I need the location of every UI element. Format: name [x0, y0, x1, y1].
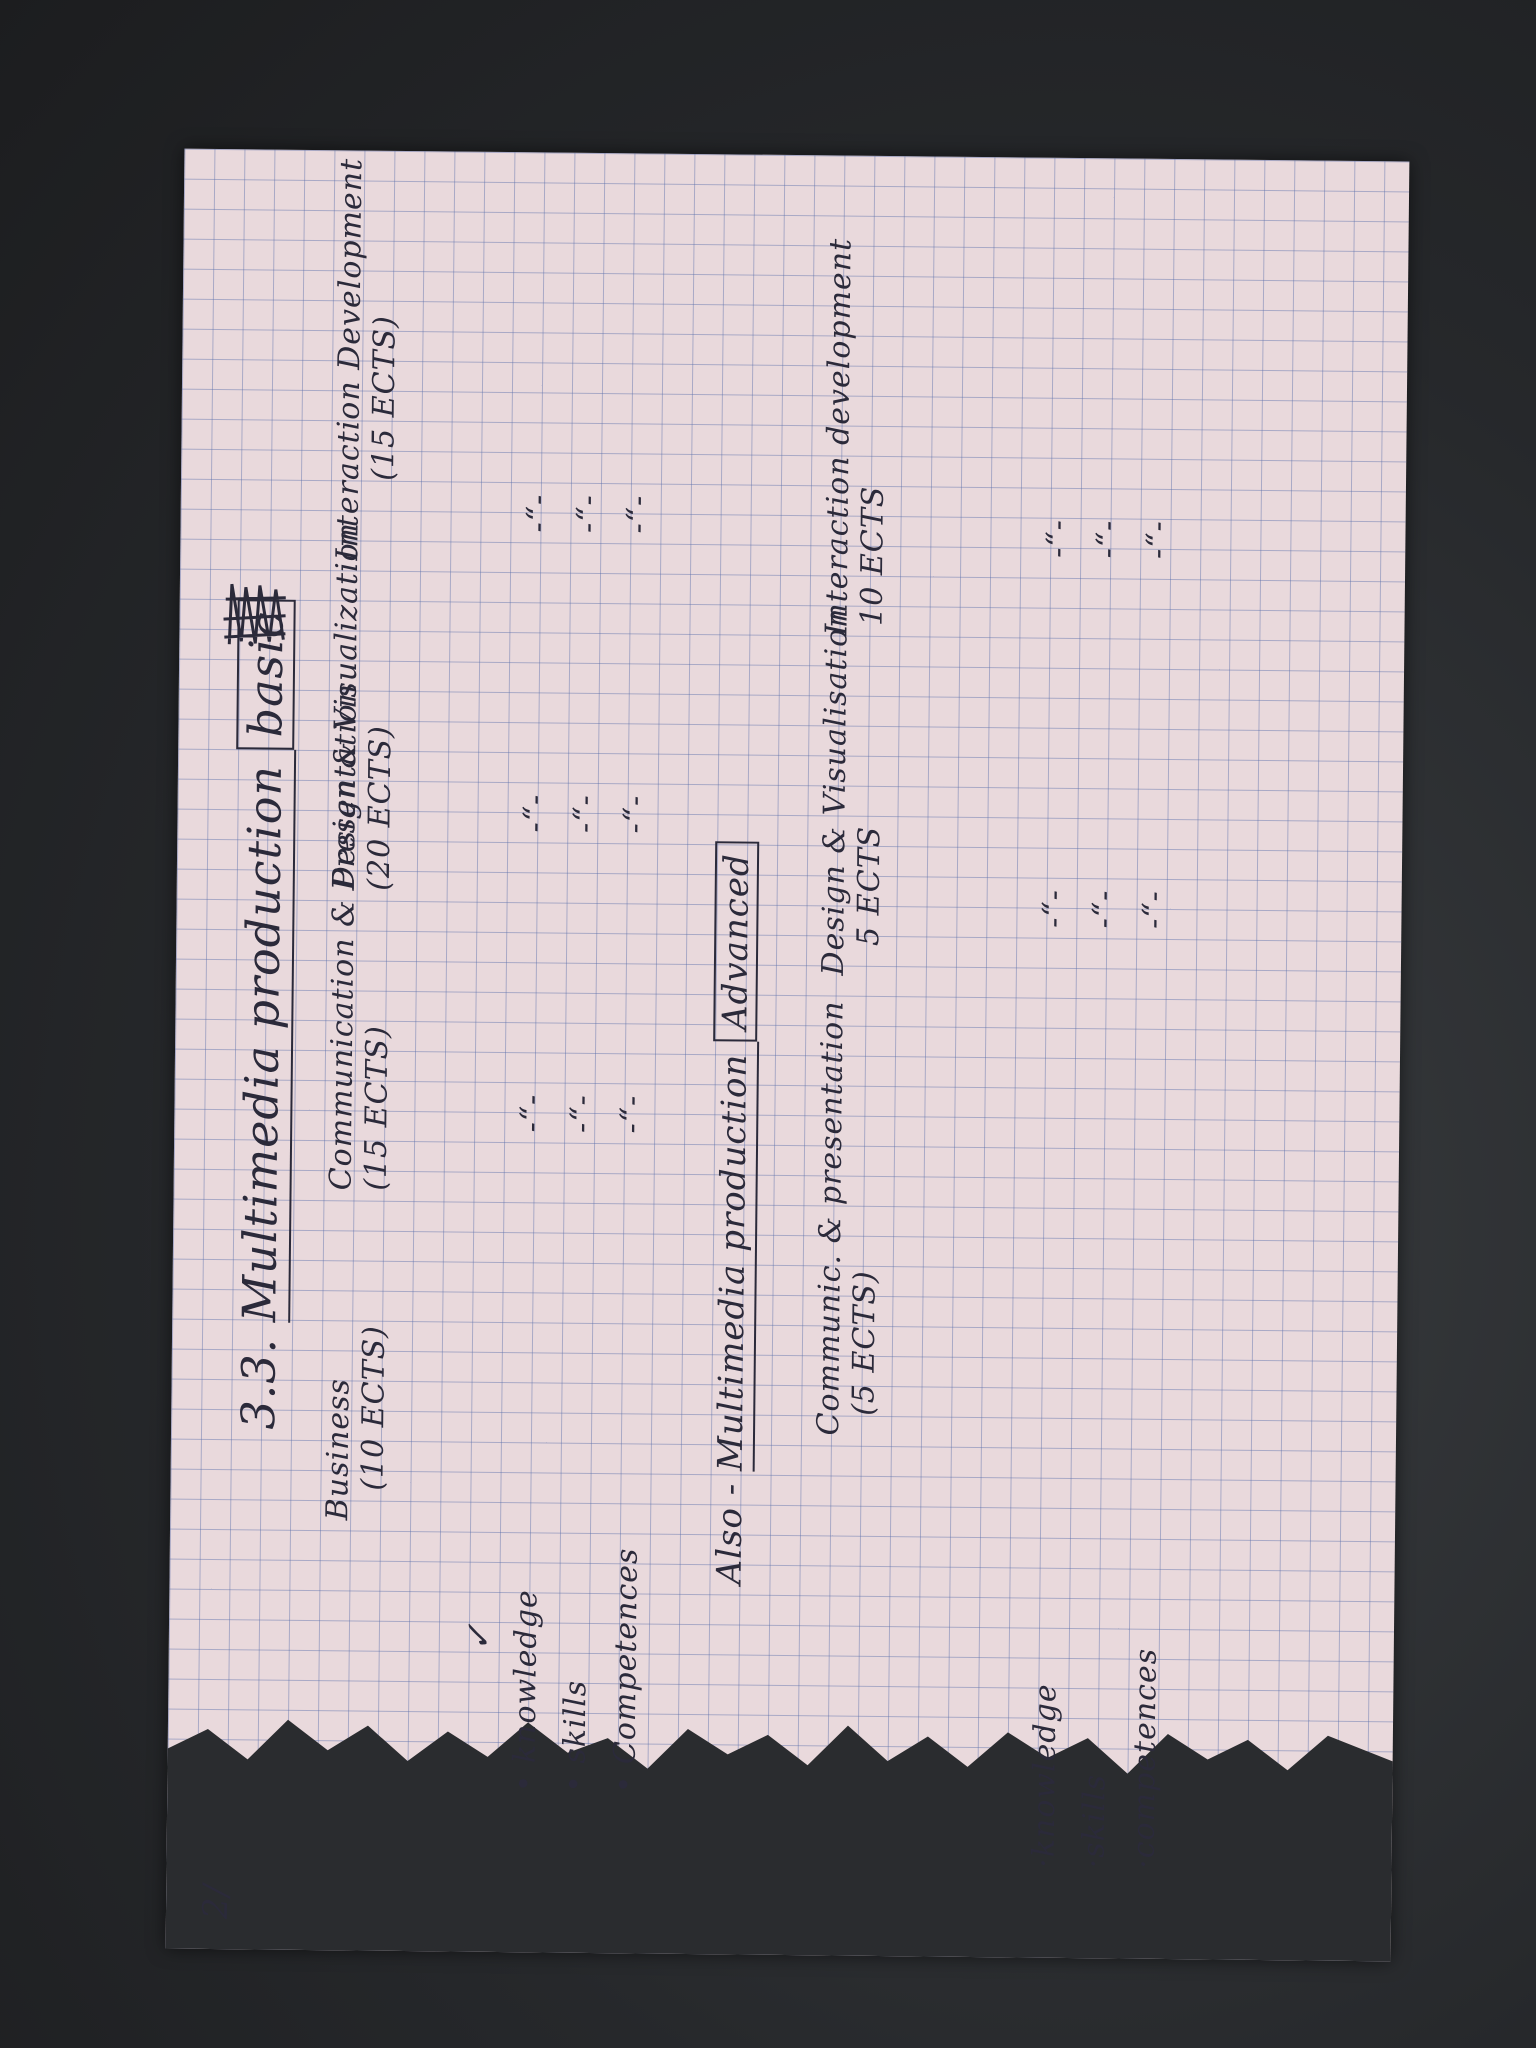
column-business: Business (10 ECTS)	[320, 1324, 393, 1521]
page-number: 2/	[195, 1883, 237, 1920]
page-title: 3.3. Multimedia production basic	[231, 599, 297, 1430]
column-design: Design & Visualization (20 ECTS)	[326, 521, 399, 891]
adv-row-skills: ·skills	[1076, 1773, 1113, 1869]
ditto-mark: -“-	[564, 1094, 600, 1134]
ditto-mark: -“-	[1040, 518, 1076, 558]
title-main: Multimedia production	[232, 749, 297, 1323]
torn-perforated-edge	[165, 1719, 1393, 1962]
ditto-mark: -“-	[570, 494, 606, 534]
column-interaction: Interaction Development (15 ECTS)	[330, 157, 403, 561]
row-knowledge: • knowledge	[507, 1589, 545, 1793]
ditto-mark: -“-	[614, 1094, 650, 1134]
ditto-mark: -“-	[567, 794, 603, 834]
title-prefix: 3.3.	[231, 1321, 287, 1430]
note-content: 2/ 3.3. Multimedia production basic Busi…	[166, 149, 1410, 1962]
also-line: Also - Multimedia production Advanced	[709, 841, 760, 1585]
row-competences: • Competences	[607, 1547, 645, 1794]
scribble-mark	[223, 583, 286, 645]
also-main: Multimedia production	[710, 1041, 760, 1472]
also-boxed: Advanced	[713, 841, 760, 1043]
adv-column-communication: Communic. & presentation (5 ECTS)	[811, 1000, 883, 1436]
ditto-mark: -“-	[514, 1093, 550, 1133]
notebook-page: 2/ 3.3. Multimedia production basic Busi…	[165, 148, 1410, 1962]
ditto-mark: -“-	[517, 793, 553, 833]
ditto-mark: -“-	[617, 794, 653, 834]
ditto-mark: -“-	[1090, 519, 1126, 559]
adv-column-interaction: Interaction development 10 ECTS	[819, 237, 891, 636]
adv-row-knowledge: ·knowledge	[1026, 1683, 1064, 1868]
ditto-mark: -“-	[1086, 889, 1122, 929]
also-prefix: Also -	[709, 1470, 751, 1585]
adv-row-competences: ·competences	[1126, 1647, 1164, 1869]
ditto-mark: -“-	[1036, 888, 1072, 928]
ditto-mark: -“-	[1136, 890, 1172, 930]
adv-column-design: Design & Visualisation 5 ECTS	[815, 607, 888, 976]
row-skills: • skills	[557, 1679, 594, 1793]
checkmark: ✓	[458, 1622, 500, 1653]
ditto-mark: -“-	[520, 493, 556, 533]
ditto-mark: -“-	[1140, 520, 1176, 560]
ditto-mark: -“-	[620, 494, 656, 534]
